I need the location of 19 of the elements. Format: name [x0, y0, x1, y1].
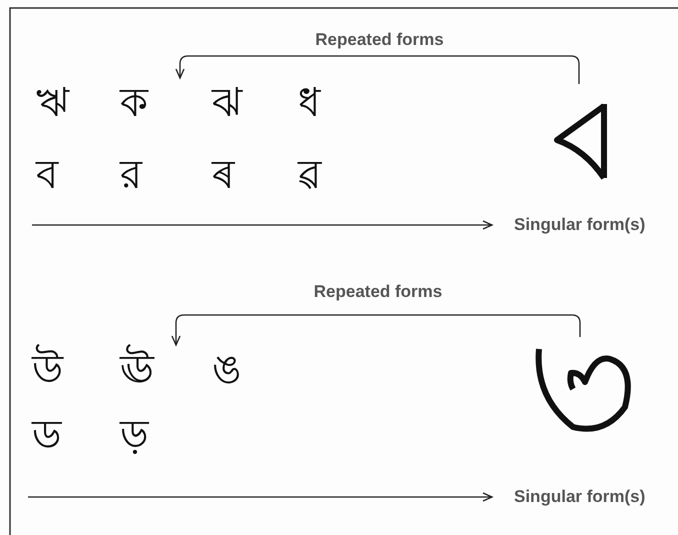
- glyph-character: উ: [32, 345, 92, 397]
- arrow: [28, 492, 493, 502]
- glyph-character: ক: [120, 78, 182, 130]
- glyph-character: ব: [36, 150, 96, 202]
- glyph-character: ৱ: [298, 150, 358, 202]
- glyph-character: ঋ: [36, 78, 96, 130]
- arrow: [32, 220, 493, 230]
- glyph-character: ঝ: [212, 78, 272, 130]
- glyph-character: র: [120, 150, 180, 202]
- glyph-character: ড়: [120, 410, 180, 462]
- glyph-character: ঙ: [212, 345, 272, 397]
- axis-label: Singular form(s): [492, 485, 678, 509]
- glyph-character: ড: [32, 410, 92, 462]
- arrow: [171, 314, 581, 346]
- glyph-character: ধ: [298, 78, 358, 130]
- axis-label: Singular form(s): [492, 213, 678, 237]
- glyph-character: ঊ: [120, 345, 178, 397]
- arrow: [175, 55, 580, 84]
- glyph-character: ৰ: [212, 150, 272, 202]
